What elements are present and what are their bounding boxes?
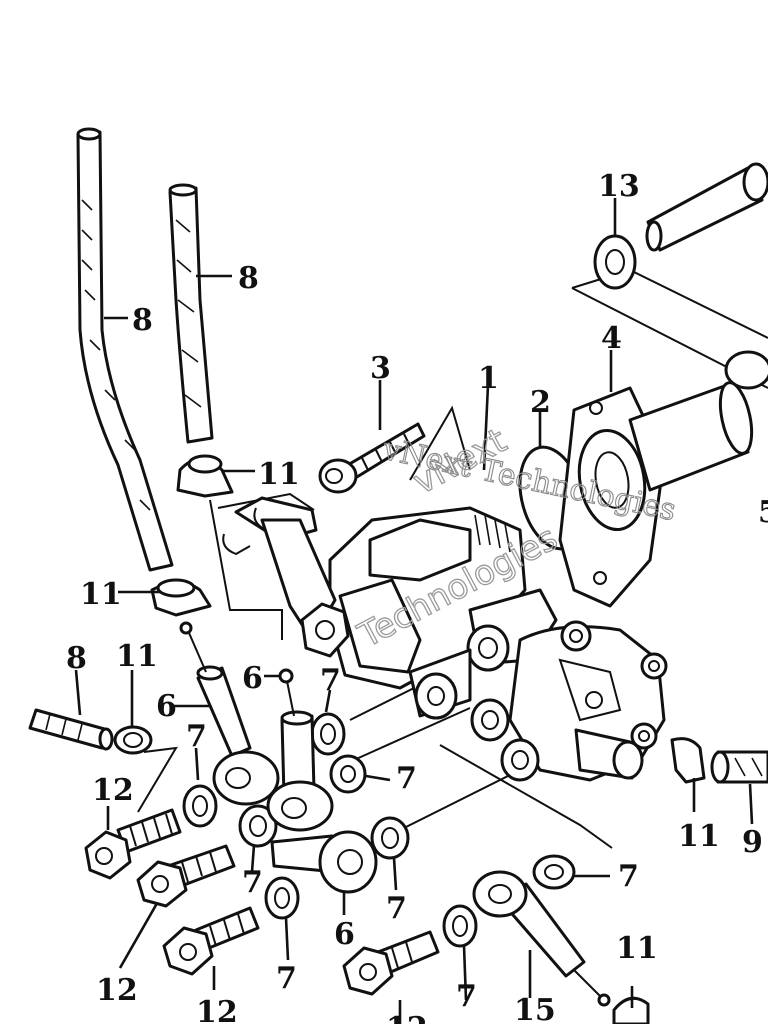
short-oil-hose <box>168 183 214 444</box>
callout-11-right: 11 <box>678 819 720 854</box>
callout-12-middle: 12 <box>96 973 138 1008</box>
callout-labels: 1 2 3 4 5 6 6 6 7 7 7 7 7 7 7 7 8 8 8 9 … <box>66 169 768 1024</box>
callout-7-d: 7 <box>242 865 263 900</box>
right-short-hose <box>710 750 768 784</box>
callout-6-lower: 6 <box>334 917 355 952</box>
callout-12-bottom: 12 <box>386 1011 428 1024</box>
banjo-fitting-left <box>179 621 280 806</box>
callout-1: 1 <box>478 361 499 396</box>
sealing-washers <box>182 234 637 948</box>
hose-clamp-left <box>150 578 212 617</box>
callout-5: 5 <box>758 495 768 530</box>
callout-8-short-hose: 8 <box>238 261 259 296</box>
banjo-fitting-15 <box>472 870 611 1007</box>
oil-pump-cover <box>558 350 768 608</box>
callout-7-f: 7 <box>276 961 297 996</box>
left-short-hose <box>28 708 114 751</box>
callout-13: 13 <box>598 169 640 204</box>
callout-7-h: 7 <box>618 859 639 894</box>
callout-7-e: 7 <box>386 891 407 926</box>
callout-8-long-hose: 8 <box>132 303 153 338</box>
hose-clamp-upper <box>176 454 234 498</box>
hose-clamp-right <box>670 737 706 784</box>
callout-11-bottom: 11 <box>616 931 658 966</box>
callout-15: 15 <box>514 993 556 1024</box>
banjo-fitting-lower <box>270 830 378 894</box>
callout-6-left: 6 <box>156 689 177 724</box>
hose-clamp-bottom <box>612 996 650 1024</box>
callout-7-c: 7 <box>396 761 417 796</box>
banjo-bolt-bottom <box>342 930 440 996</box>
callout-4: 4 <box>601 321 622 356</box>
callout-12-upper: 12 <box>92 773 134 808</box>
callout-7-b: 7 <box>320 663 341 698</box>
banjo-bolt-lower <box>162 906 260 976</box>
callout-11-mid: 11 <box>116 639 158 674</box>
long-oil-hose <box>76 127 174 572</box>
callout-2: 2 <box>530 385 551 420</box>
callout-8-left-hose: 8 <box>66 641 87 676</box>
pump-mounting-screw <box>318 422 426 494</box>
banjo-bolt-upper <box>84 808 182 880</box>
callout-7-g: 7 <box>456 979 477 1014</box>
drive-pin <box>645 162 768 252</box>
callout-11-upper: 11 <box>258 457 300 492</box>
banjo-bolt-middle <box>136 844 236 908</box>
callout-6-center: 6 <box>242 661 263 696</box>
hose-clamp-mid-left <box>113 725 153 755</box>
callout-7-a: 7 <box>186 719 207 754</box>
callout-12-lower: 12 <box>196 995 238 1024</box>
pump-control-lever <box>222 496 350 658</box>
oil-pump-body <box>328 506 668 782</box>
callout-3: 3 <box>370 351 391 386</box>
banjo-fitting-center <box>266 668 334 832</box>
callout-9: 9 <box>742 825 763 860</box>
callout-11-left: 11 <box>80 577 122 612</box>
